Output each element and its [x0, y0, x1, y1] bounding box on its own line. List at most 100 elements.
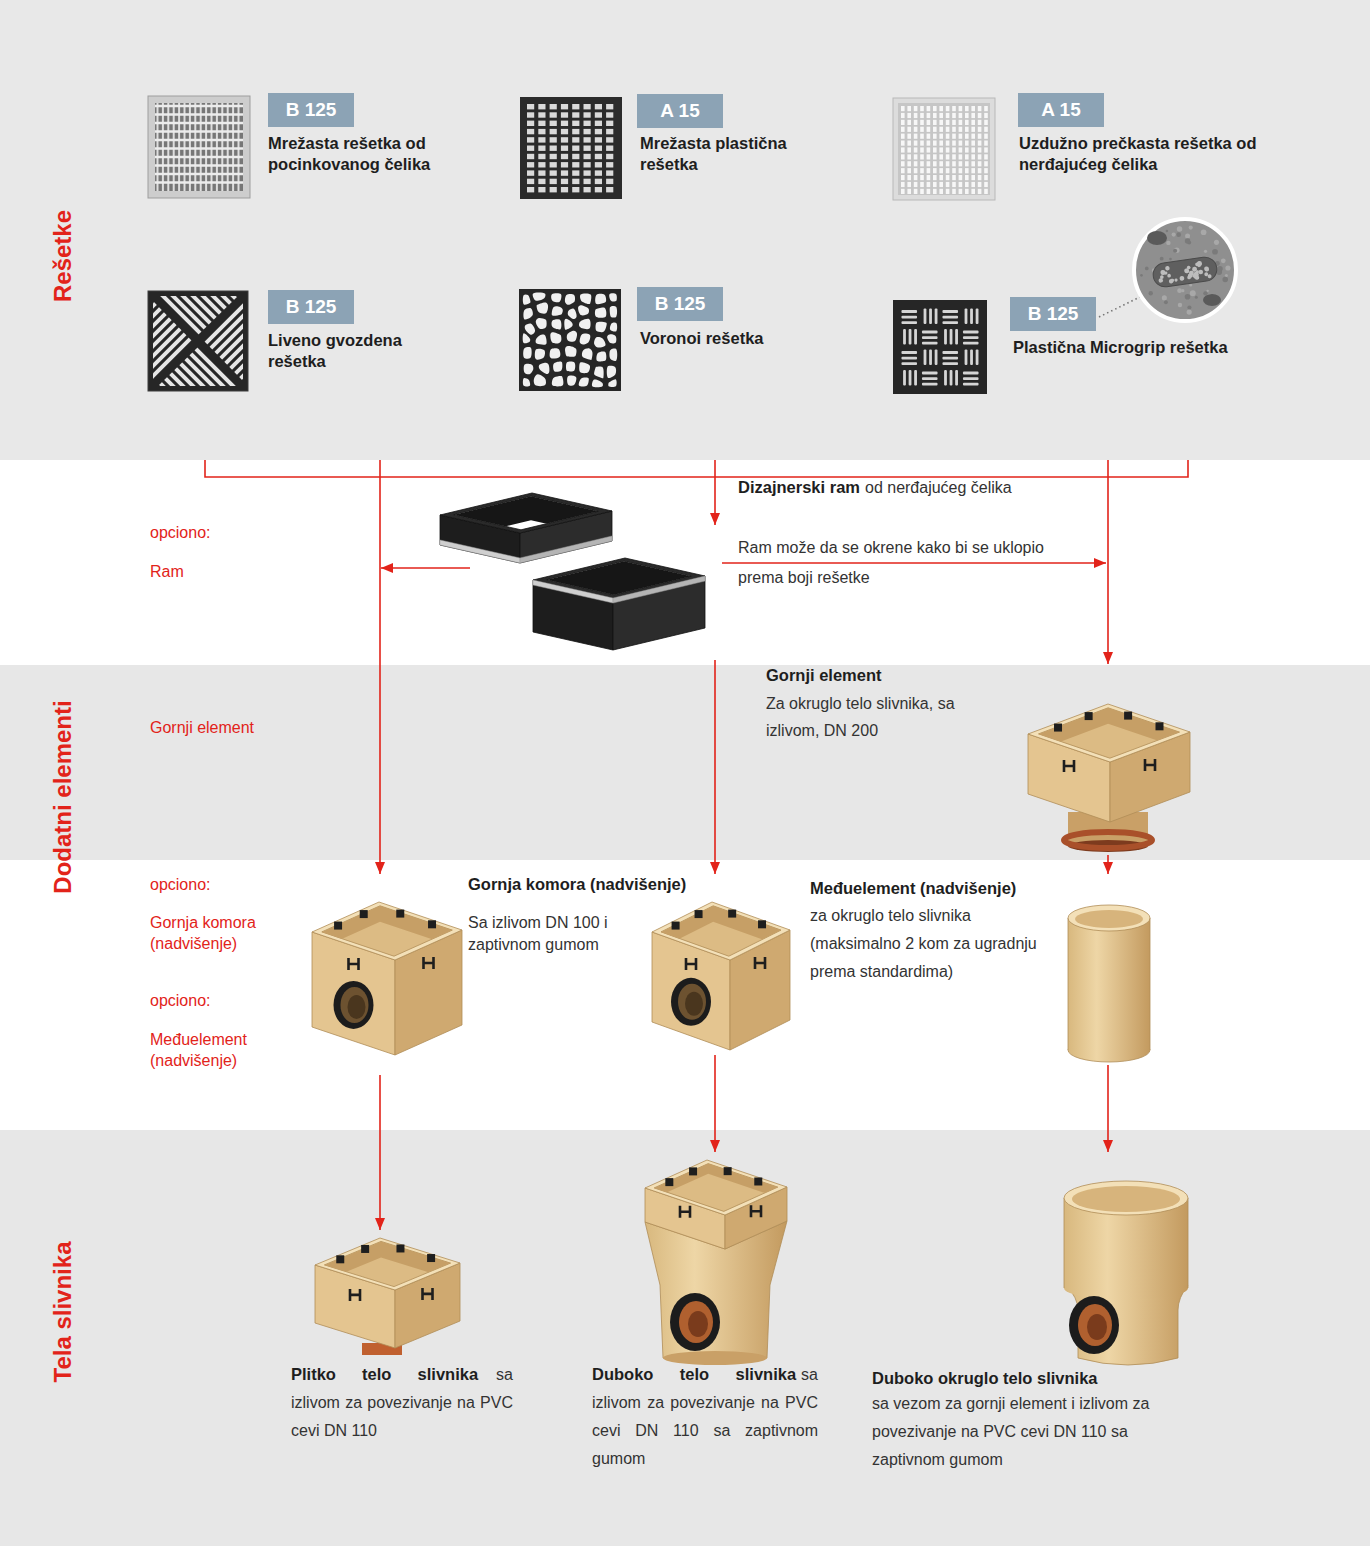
bracket-line	[205, 460, 1188, 477]
frame-illustration-part	[533, 580, 613, 650]
product-name: Plastična Microgrip rešetka	[1013, 337, 1228, 358]
zoom-detail-part	[1212, 270, 1215, 273]
zoom-detail-part	[1174, 278, 1178, 282]
frame-illustration-part	[454, 496, 598, 539]
grate-picture-part	[939, 106, 943, 111]
grate-picture-part	[893, 98, 995, 200]
zoom-detail-part	[1217, 266, 1223, 272]
grate-picture-part	[935, 349, 938, 365]
zoom-detail-part	[1173, 249, 1177, 253]
grate-picture-part	[984, 175, 988, 180]
product-illustration-part	[324, 1241, 450, 1281]
grate-picture-part	[939, 182, 943, 187]
grate-picture-part	[946, 106, 950, 111]
grate-picture-part	[98, 291, 198, 391]
product-illustration-part	[685, 992, 703, 1016]
product-name: Voronoi rešetka	[640, 328, 763, 349]
zoom-detail-part	[1189, 283, 1192, 286]
zoom-detail-part	[1169, 258, 1172, 261]
grate-picture-part	[98, 291, 198, 391]
grate-picture-part	[959, 182, 963, 187]
product-illustration-part	[424, 957, 434, 969]
text-slot: B 125	[1010, 297, 1096, 331]
grate-picture-part	[155, 122, 243, 124]
zoom-detail-part	[1206, 290, 1208, 292]
grate-picture-part	[538, 112, 545, 117]
product-illustration-part	[1064, 1198, 1188, 1288]
zoom-detail-part	[1193, 275, 1197, 279]
grate-picture-part	[927, 189, 931, 194]
text-slot: Uzdužno prečkasta rešetka od nerđajućeg …	[1019, 133, 1264, 175]
grate-picture-part	[567, 376, 576, 386]
grate-picture-part	[914, 120, 918, 125]
component-item: Međuelement (nadvišenje)za okruglo telo …	[805, 874, 1160, 1065]
grate-picture-part	[88, 291, 188, 391]
item-description: Sa izlivom DN 100 i zaptivnom gumom	[468, 912, 628, 956]
product-illustration-part	[1064, 832, 1152, 848]
product-illustration-part	[661, 906, 781, 948]
product-illustration	[645, 1160, 787, 1365]
grate-picture-part	[538, 170, 545, 175]
grate-picture-part	[933, 106, 937, 111]
grate-picture-part	[78, 291, 178, 391]
product-illustration-part	[1072, 1186, 1180, 1212]
product-illustration-part	[423, 1288, 433, 1300]
grate-picture-part	[595, 154, 602, 159]
grate-picture-part	[525, 323, 535, 334]
grate-picture-part	[606, 137, 613, 142]
grate-picture-part	[984, 127, 988, 132]
grate-picture-part	[959, 161, 963, 166]
zoom-detail-part	[1160, 257, 1164, 261]
grate-picture-part	[584, 154, 591, 159]
grate-picture-part	[978, 120, 982, 125]
grate-picture-part	[914, 113, 918, 118]
text-slot: Mrežasta plastična rešetka	[640, 133, 815, 175]
product-illustration-part	[654, 1164, 778, 1199]
grate-picture-part	[550, 121, 557, 126]
grate-picture-part	[155, 103, 243, 191]
grate-picture-part	[946, 127, 950, 132]
grate-picture-part	[920, 134, 924, 139]
flow-arrow	[1107, 855, 1109, 874]
product-illustration-part	[1068, 918, 1150, 1050]
frame-illustration-part	[454, 496, 598, 539]
zoom-detail-part	[1195, 262, 1199, 266]
grate-picture-part	[584, 170, 591, 175]
grate-picture-part	[907, 154, 911, 159]
grate-picture-part	[118, 291, 218, 391]
product-illustration-part	[1054, 724, 1062, 732]
grate-picture-part	[944, 370, 947, 386]
product-illustration-part	[1085, 712, 1093, 720]
grate-picture-part	[901, 147, 905, 152]
zoom-detail-part	[1195, 296, 1198, 299]
product-illustration-part	[395, 930, 462, 1055]
grate-picture-part	[584, 146, 591, 151]
grate-picture-part	[606, 154, 613, 159]
grate-picture-part	[148, 291, 248, 391]
text-slot: Rešetke	[63, 256, 155, 284]
product-illustration-part	[324, 1241, 450, 1286]
load-class-badge: B 125	[268, 93, 354, 127]
grate-picture-part	[148, 291, 248, 391]
grate-picture-part	[561, 137, 568, 142]
zoom-detail-part	[1152, 256, 1219, 289]
grate-picture-part	[606, 146, 613, 151]
grate-picture-part	[561, 104, 568, 109]
grate-picture-part	[901, 351, 917, 354]
grate-picture-part	[561, 162, 568, 167]
grate-picture-part	[561, 170, 568, 175]
grate-picture-part	[527, 121, 534, 126]
grate-picture-part	[595, 308, 606, 318]
grate-picture-part	[965, 308, 968, 324]
text-slot: Gornji element	[150, 717, 254, 738]
grate-picture-part	[901, 154, 905, 159]
grate-picture-part	[927, 175, 931, 180]
grate-picture-part	[200, 103, 202, 191]
grate-picture-part	[553, 362, 562, 372]
grate-picture-part	[971, 141, 975, 146]
grate-picture-part	[933, 154, 937, 159]
zoom-detail	[1099, 219, 1236, 321]
grate-picture-part	[914, 370, 917, 386]
